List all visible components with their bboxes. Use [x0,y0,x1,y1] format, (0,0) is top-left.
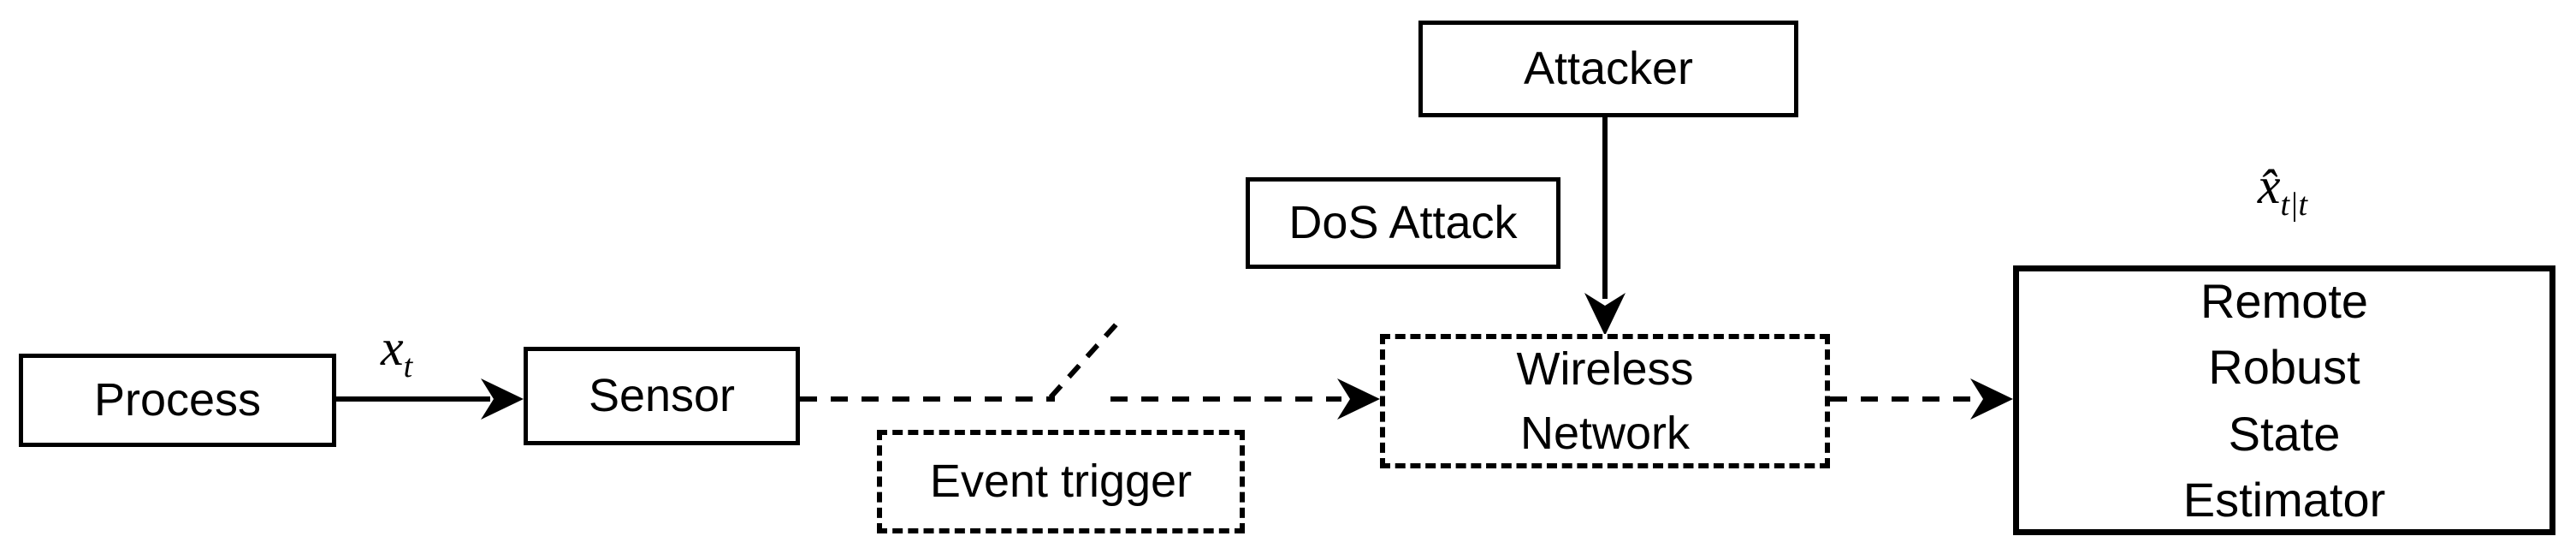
process-box: Process [19,354,336,447]
estimator-box: Remote Robust State Estimator [2013,265,2555,535]
switch-wireless-dashed-line [1110,396,1341,402]
state-signal-base: x [381,319,404,376]
arrowhead-into-sensor [481,378,524,420]
wireless-network-line1: Wireless [1516,343,1694,395]
state-signal-label: xt [381,319,412,385]
estimate-signal-base: x̂ [2257,158,2281,214]
event-trigger-switch [1048,320,1121,400]
dos-attack-box: DoS Attack [1246,177,1560,269]
wireless-network-box: Wireless Network [1380,334,1830,468]
event-trigger-box: Event trigger [877,430,1245,533]
arrowhead-into-estimator [1970,378,2013,420]
estimator-line: Remote [2200,273,2369,328]
sensor-box: Sensor [524,347,800,445]
estimator-line: Estimator [2182,472,2386,527]
event-trigger-label: Event trigger [929,455,1193,507]
process-sensor-line [336,396,490,402]
arrowhead-into-wireless-top [1584,293,1626,336]
estimate-signal-label: x̂t|t [2223,157,2342,223]
attacker-wireless-line [1602,117,1608,299]
attacker-box: Attacker [1418,21,1798,117]
attacker-label: Attacker [1523,42,1694,94]
sensor-switch-dashed-line [800,396,1055,402]
sensor-label: Sensor [588,369,736,421]
wireless-estimator-dashed-line [1830,396,1975,402]
estimator-line: State [2228,406,2341,461]
dos-attack-label: DoS Attack [1288,196,1518,248]
estimate-signal-subscript: t|t [2280,187,2308,223]
state-signal-subscript: t [403,349,413,384]
estimator-line: Robust [2208,340,2360,395]
process-label: Process [93,373,262,426]
arrowhead-into-wireless [1337,378,1380,420]
wireless-network-line2: Network [1519,407,1691,459]
